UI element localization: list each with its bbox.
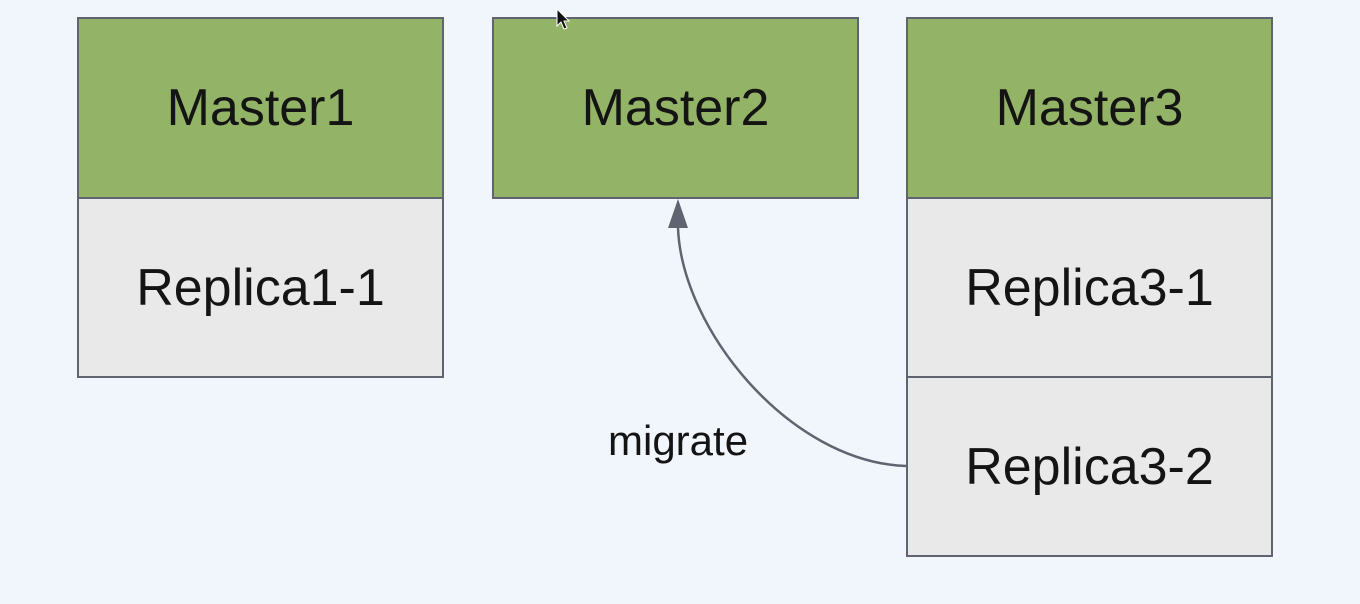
master2-label: Master2 (581, 79, 770, 137)
replica3-2-box: Replica3-2 (906, 376, 1273, 557)
replica1-1-box: Replica1-1 (77, 197, 444, 378)
master3-box: Master3 (906, 17, 1273, 199)
master2-box: Master2 (492, 17, 859, 199)
migrate-arrow-curve (676, 227, 907, 468)
master3-label: Master3 (995, 79, 1184, 137)
replica3-1-label: Replica3-1 (965, 258, 1214, 317)
replica3-1-box: Replica3-1 (906, 197, 1273, 378)
replica3-2-label: Replica3-2 (965, 437, 1214, 496)
replica1-1-label: Replica1-1 (136, 258, 385, 317)
migrate-label: migrate (608, 417, 749, 464)
master1-label: Master1 (166, 79, 355, 137)
master1-box: Master1 (77, 17, 444, 199)
mouse-pointer-icon (556, 8, 571, 30)
migrate-arrowhead (668, 199, 688, 228)
